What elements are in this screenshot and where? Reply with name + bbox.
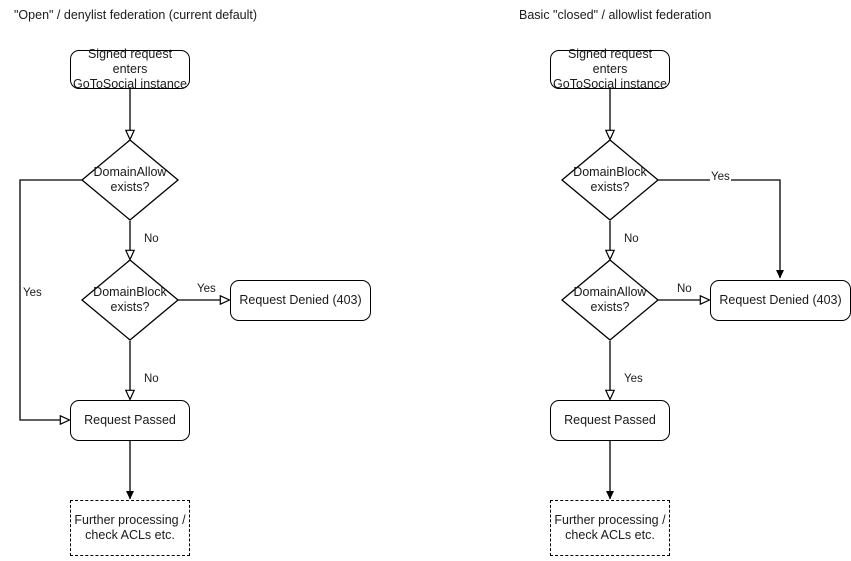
panel-title-left: "Open" / denylist federation (current de… bbox=[14, 8, 258, 22]
node-left-request-passed[interactable]: Request Passed bbox=[70, 400, 190, 441]
node-right-request-passed[interactable]: Request Passed bbox=[550, 400, 670, 441]
edge-label-left-d1-yes: Yes bbox=[22, 287, 43, 300]
node-right-further-processing[interactable]: Further processing / check ACLs etc. bbox=[550, 500, 670, 556]
edge-label-right-d2-no: No bbox=[676, 283, 693, 296]
decision-shape-left-2 bbox=[80, 259, 180, 341]
edge-left-d1-yes-to-passed bbox=[19, 179, 82, 420]
node-right-start[interactable]: Signed request enters GoToSocial instanc… bbox=[550, 47, 670, 91]
decision-shape-right-1 bbox=[560, 139, 660, 221]
edge-label-left-d2-no: No bbox=[143, 373, 160, 386]
node-left-further-processing[interactable]: Further processing / check ACLs etc. bbox=[70, 500, 190, 556]
edge-right-d1-yes-to-denied bbox=[658, 179, 784, 279]
edge-label-right-d2-yes: Yes bbox=[623, 373, 644, 386]
node-right-request-denied[interactable]: Request Denied (403) bbox=[710, 280, 851, 321]
edge-label-left-d2-yes: Yes bbox=[196, 283, 217, 296]
node-left-request-denied[interactable]: Request Denied (403) bbox=[230, 280, 371, 321]
panel-title-right: Basic "closed" / allowlist federation bbox=[519, 8, 712, 22]
edge-label-right-d1-no: No bbox=[623, 233, 640, 246]
decision-shape-right-2 bbox=[560, 259, 660, 341]
edge-label-left-d1-no: No bbox=[143, 233, 160, 246]
decision-shape-left-1 bbox=[80, 139, 180, 221]
edge-label-right-d1-yes: Yes bbox=[710, 171, 731, 184]
node-left-start[interactable]: Signed request enters GoToSocial instanc… bbox=[70, 47, 190, 91]
